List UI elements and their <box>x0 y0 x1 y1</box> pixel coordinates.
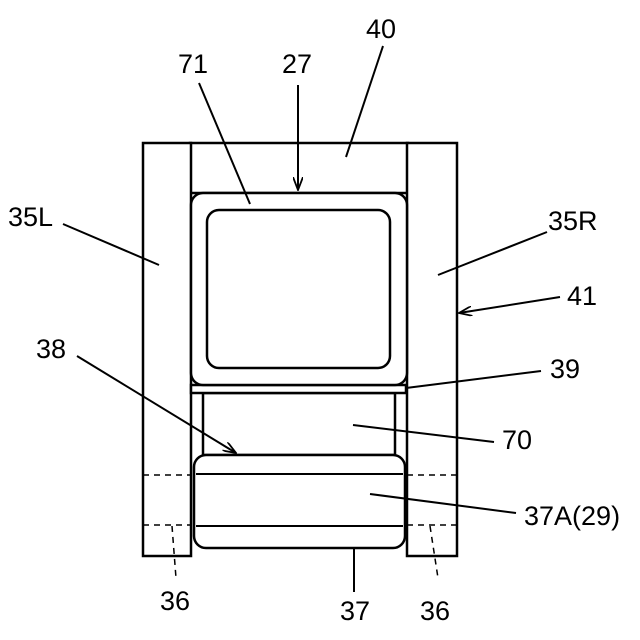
right-pillar-35R <box>407 143 457 556</box>
label-40: 40 <box>366 14 396 44</box>
label-38: 38 <box>36 334 66 364</box>
label-36-left: 36 <box>160 586 190 616</box>
label-27: 27 <box>282 49 312 79</box>
label-35L: 35L <box>8 202 53 232</box>
label-37: 37 <box>340 596 370 626</box>
label-70: 70 <box>502 425 532 455</box>
leader-41-arrow <box>459 297 560 313</box>
label-35R: 35R <box>548 206 598 236</box>
label-41: 41 <box>567 281 597 311</box>
label-36-right: 36 <box>420 596 450 626</box>
base-block-37A <box>194 455 405 548</box>
leader-40 <box>346 46 383 157</box>
display-screen <box>207 210 390 368</box>
left-pillar-35L <box>143 143 191 556</box>
label-37A-29: 37A(29) <box>524 501 620 531</box>
label-39: 39 <box>550 354 580 384</box>
middle-block-70 <box>203 393 395 455</box>
label-71: 71 <box>178 49 208 79</box>
